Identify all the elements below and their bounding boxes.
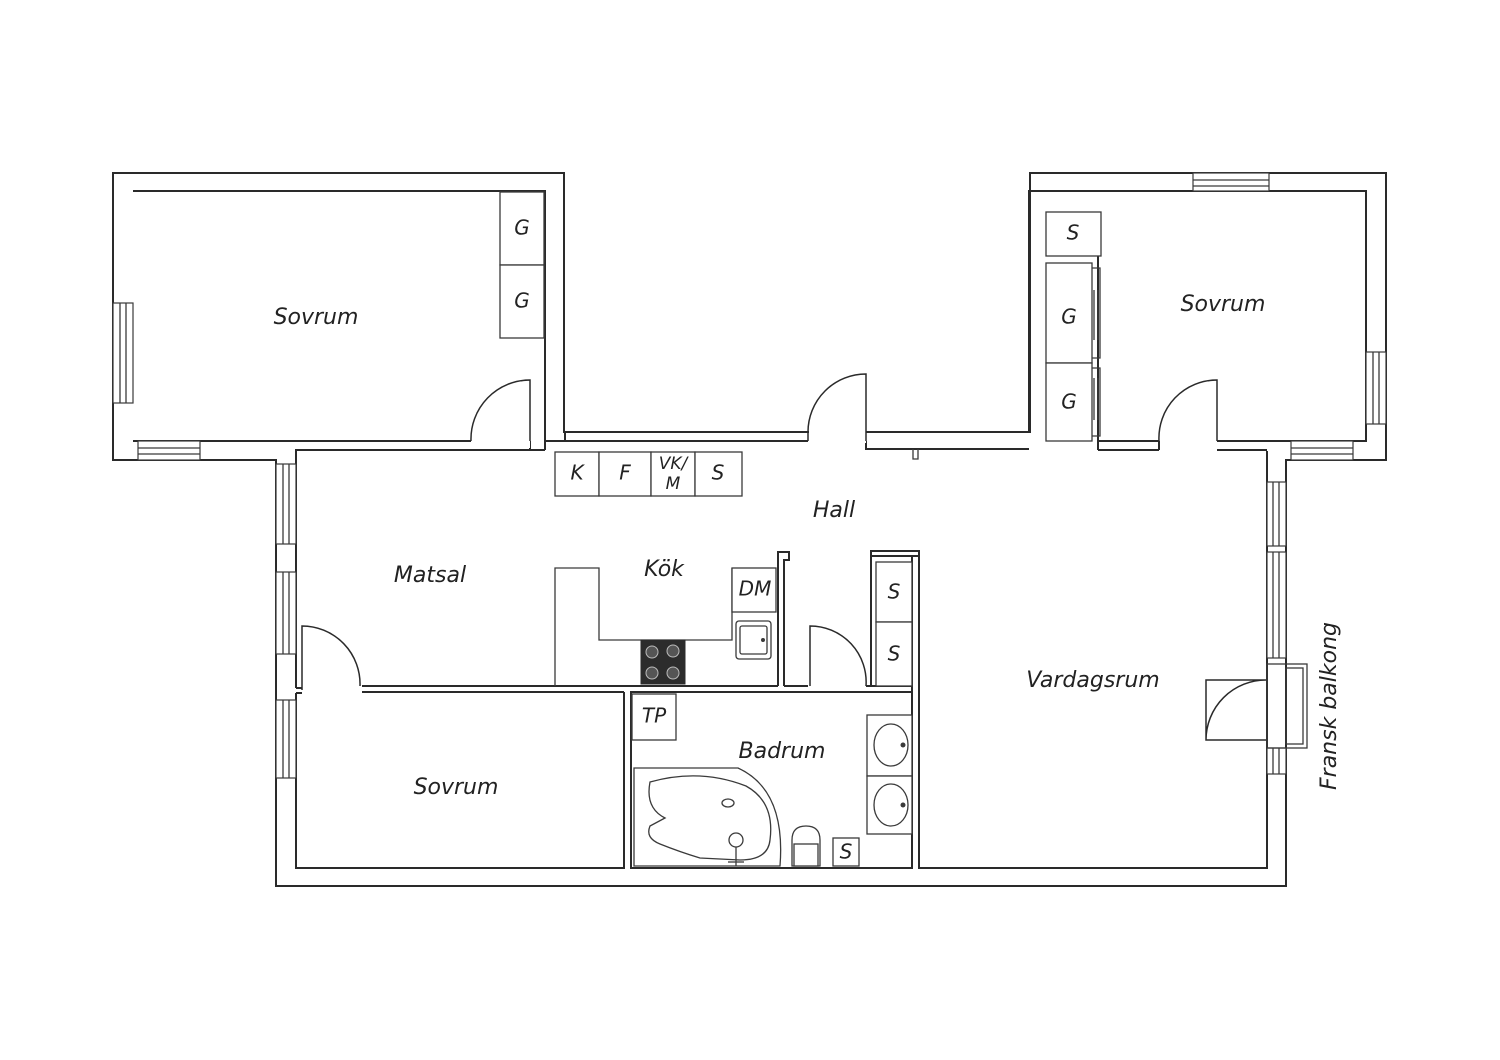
- closet-bath-top: S: [875, 561, 913, 623]
- room-label-balcony: Fransk balkong: [1317, 622, 1342, 790]
- closet-label: S: [840, 840, 853, 864]
- washer: VK/ M: [650, 451, 696, 497]
- wardrobe-nw-top: G: [499, 191, 545, 266]
- wardrobe-label: G: [1061, 390, 1077, 414]
- washer-label-2: M: [666, 474, 681, 494]
- washer-label-1: VK/: [659, 454, 690, 474]
- dryer: TP: [631, 693, 677, 741]
- freezer-label: F: [619, 461, 631, 485]
- room-label-bedroom-ne: Sovrum: [1181, 292, 1266, 317]
- closet-bath: S: [832, 837, 860, 867]
- room-label-kitchen: Kök: [644, 557, 685, 582]
- fridge: K: [554, 451, 600, 497]
- room-label-bedroom-sw: Sovrum: [414, 775, 499, 800]
- toilet-icon: [791, 825, 821, 867]
- closet-bath-bottom: S: [875, 621, 913, 687]
- kitchen-counter: DM: [554, 567, 777, 686]
- windows: [112, 172, 1387, 779]
- wardrobe-ne-top: G: [1045, 262, 1101, 364]
- room-label-bedroom-nw: Sovrum: [274, 305, 359, 330]
- wardrobe-label: G: [514, 216, 530, 240]
- bathtub-icon: [633, 767, 782, 867]
- wardrobe-ne-bottom: G: [1045, 362, 1101, 442]
- wardrobe-label: G: [1061, 305, 1077, 329]
- doors: [296, 373, 1308, 749]
- washbasin-top-icon: [866, 714, 913, 777]
- wardrobe-label: G: [514, 289, 530, 313]
- closet-label: S: [888, 580, 901, 604]
- closet-ne: S: [1045, 211, 1102, 257]
- room-label-hall: Hall: [813, 498, 855, 523]
- freezer: F: [598, 451, 652, 497]
- dryer-label: TP: [642, 704, 667, 728]
- dishwasher-label: DM: [739, 577, 772, 601]
- washbasin-bottom-icon: [866, 775, 913, 835]
- room-label-dining: Matsal: [394, 563, 466, 588]
- closet-label: S: [712, 461, 725, 485]
- closet-label: S: [888, 642, 901, 666]
- wardrobe-nw-bottom: G: [499, 264, 545, 339]
- fridge-label: K: [570, 461, 585, 485]
- room-label-bathroom: Badrum: [739, 739, 826, 764]
- closet-hall: S: [694, 451, 743, 497]
- room-label-living: Vardagsrum: [1026, 668, 1159, 693]
- closet-label: S: [1067, 221, 1080, 245]
